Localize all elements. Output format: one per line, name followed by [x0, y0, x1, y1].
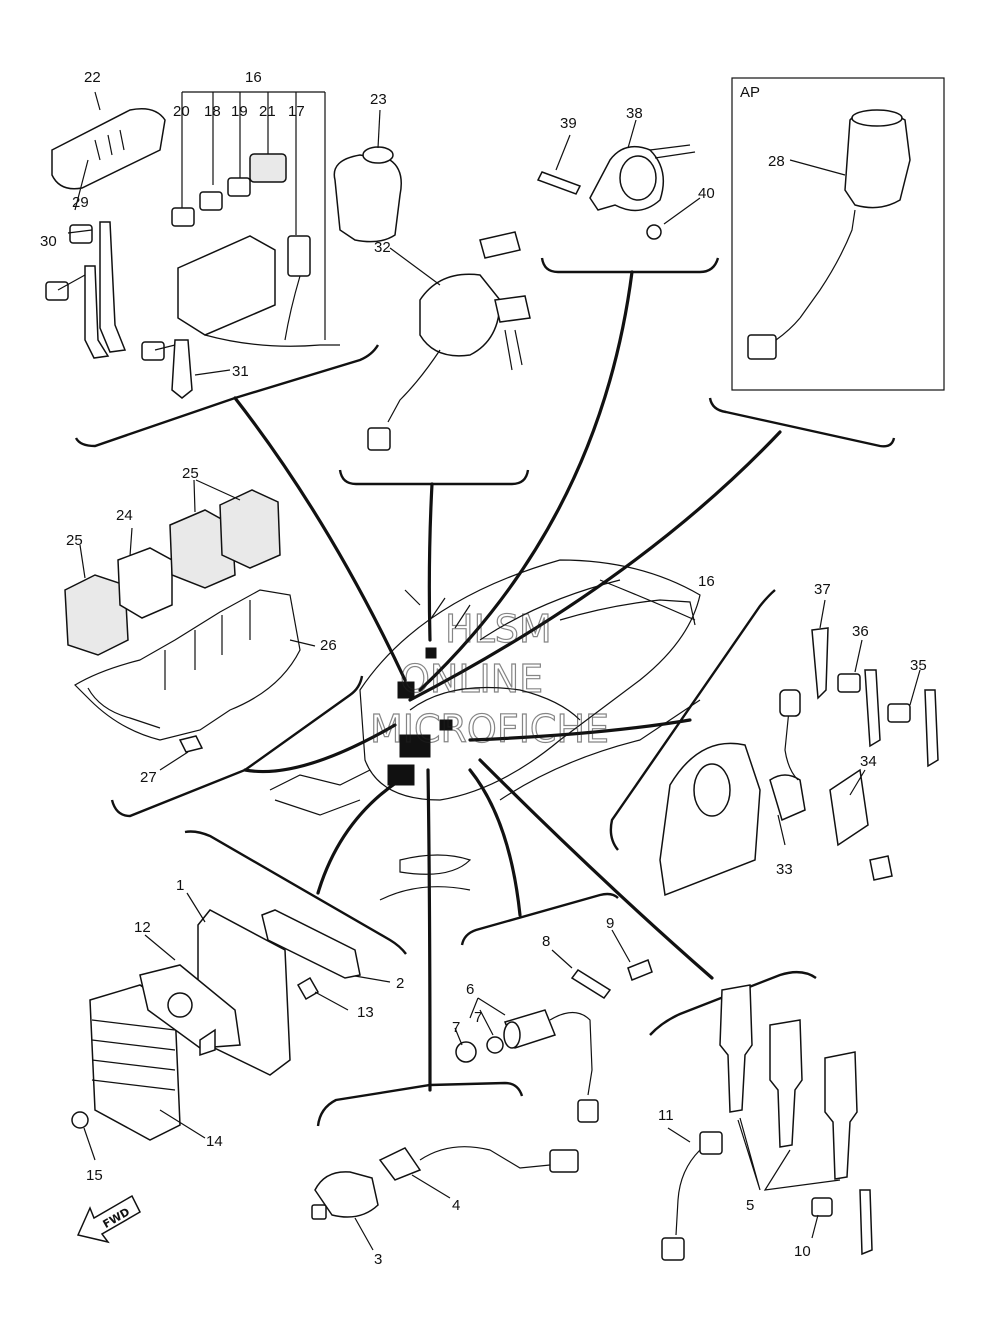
part-34-bracket — [829, 768, 869, 847]
part-label-10: 10 — [794, 1243, 811, 1260]
part-label-38: 38 — [626, 105, 643, 122]
svg-text:HLSM: HLSM — [445, 607, 552, 651]
part-21-fuse-block — [249, 153, 287, 183]
svg-text:ONLINE: ONLINE — [400, 657, 543, 701]
part-20-fuse — [171, 207, 195, 227]
part-18-fuse — [199, 191, 223, 211]
parts-3-4-sensor — [311, 1146, 579, 1251]
part-label-24: 24 — [116, 507, 133, 524]
part-33 — [769, 774, 806, 822]
part-25-relay-mid — [169, 509, 236, 589]
part-35-strap — [924, 689, 939, 768]
inset-label: AP — [740, 84, 760, 101]
part-label-18: 18 — [204, 103, 221, 120]
ecm-group — [71, 892, 391, 1161]
part-label-6: 6 — [466, 981, 474, 998]
hull-and-harness — [269, 559, 701, 901]
part-31-strap — [171, 339, 193, 399]
part-label-1: 1 — [176, 877, 184, 894]
part-28-socket — [747, 109, 911, 360]
part-label-36: 36 — [852, 623, 869, 640]
part-label-9: 9 — [606, 915, 614, 932]
part-label-34: 34 — [860, 753, 877, 770]
fuse-box-group — [45, 91, 340, 399]
part-26-bracket — [74, 589, 301, 741]
part-19-fuse — [227, 177, 251, 197]
part-30-strap — [84, 265, 110, 359]
parts-33-37-group — [659, 599, 939, 897]
part-23-bottle — [333, 109, 402, 243]
part-label-40: 40 — [698, 185, 715, 202]
bracket-plate — [659, 742, 761, 897]
part-label-30: 30 — [40, 233, 57, 250]
part-label-16-right: 16 — [698, 573, 715, 590]
part-label-31: 31 — [232, 363, 249, 380]
parts-5-10-11-coils — [661, 984, 873, 1261]
part-label-25-top: 25 — [182, 465, 199, 482]
part-label-26: 26 — [320, 637, 337, 654]
ap-inset-box — [731, 77, 945, 391]
part-label-4: 4 — [452, 1197, 460, 1214]
part-label-16: 16 — [245, 69, 262, 86]
part-label-25-left: 25 — [66, 532, 83, 549]
part-22-cover — [51, 108, 166, 190]
part-2-strap — [261, 909, 361, 979]
part-label-21: 21 — [259, 103, 276, 120]
part-label-35: 35 — [910, 657, 927, 674]
fwd-arrow: FWD — [76, 1194, 141, 1244]
part-label-22: 22 — [84, 69, 101, 86]
part-label-39: 39 — [560, 115, 577, 132]
part-label-19: 19 — [231, 103, 248, 120]
part-label-37: 37 — [814, 581, 831, 598]
part-14-rectifier — [89, 984, 181, 1141]
part-label-28: 28 — [768, 153, 785, 170]
part-36-strap — [864, 669, 881, 748]
part-32-switch-group — [367, 231, 531, 451]
part-label-27: 27 — [140, 769, 157, 786]
part-label-5: 5 — [746, 1197, 754, 1214]
parts-38-40-group — [536, 119, 701, 240]
part-29-strap — [99, 221, 127, 353]
leader-lines — [233, 270, 782, 1092]
part-label-29: 29 — [72, 194, 89, 211]
part-label-12: 12 — [134, 919, 151, 936]
part-label-2: 2 — [396, 975, 404, 992]
fuse-box — [177, 235, 276, 336]
part-24-relay — [117, 547, 173, 619]
part-label-14: 14 — [206, 1133, 223, 1150]
parts-6-9-sensor — [454, 929, 653, 1123]
part-label-17: 17 — [288, 103, 305, 120]
part-37-strap — [811, 627, 829, 700]
part-label-33: 33 — [776, 861, 793, 878]
part-label-13: 13 — [357, 1004, 374, 1021]
watermark: HLSM ONLINE MICROFICHE — [369, 606, 609, 751]
part-25-relay-left — [64, 574, 129, 656]
part-label-23: 23 — [370, 91, 387, 108]
svg-text:MICROFICHE: MICROFICHE — [370, 707, 609, 751]
relay-group — [64, 479, 316, 771]
part-label-8: 8 — [542, 933, 550, 950]
part-label-3: 3 — [374, 1251, 382, 1268]
part-label-32: 32 — [374, 239, 391, 256]
part-25-relay-right — [219, 489, 281, 569]
part-label-20: 20 — [173, 103, 190, 120]
part-number-labels: 22 16 20 18 19 21 17 23 29 30 31 32 39 3… — [40, 69, 927, 1268]
part-label-15: 15 — [86, 1167, 103, 1184]
part-label-11: 11 — [658, 1107, 674, 1124]
part-17-connector — [287, 235, 311, 277]
part-label-7-right: 7 — [474, 1009, 482, 1026]
part-label-7-left: 7 — [452, 1019, 460, 1036]
